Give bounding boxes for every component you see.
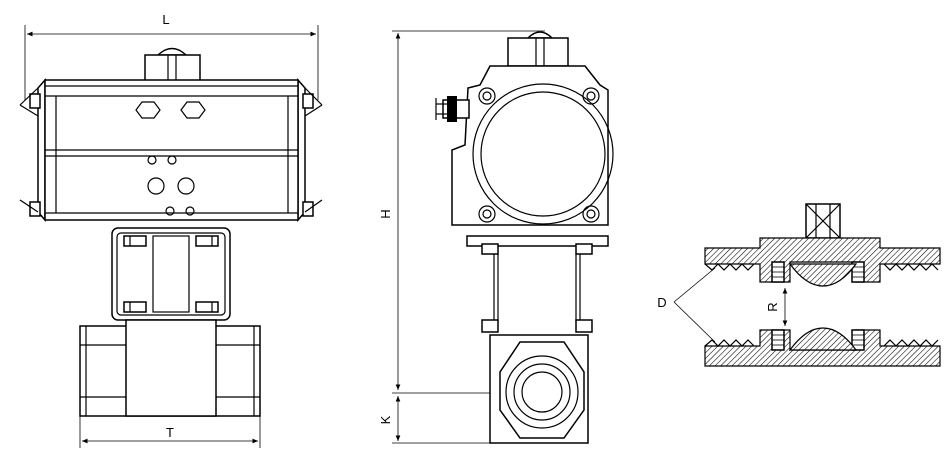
label-D: D [657,295,666,310]
section-upper [704,237,941,287]
side-valve-body [489,334,589,444]
side-view: H K [378,30,614,444]
dimension-T: T [79,416,261,448]
section-lower [704,327,941,367]
actuator-pinion [144,47,201,82]
section-stem [805,203,841,239]
label-L: L [162,12,169,27]
mounting-bracket [111,227,231,321]
dimension-K: K [378,396,490,444]
dimension-D: D [657,267,716,343]
actuator-end-caps [19,78,323,222]
side-housing [435,65,614,226]
side-bracket [466,235,609,333]
dimension-R: R [765,288,788,326]
actuator-body [44,79,299,221]
section-view: R D [657,203,941,367]
front-view: L [19,12,323,448]
label-R: R [765,302,780,311]
dimension-H: H [378,30,545,394]
dimension-L: L [24,12,319,100]
side-pinion [507,31,569,67]
label-H: H [378,209,393,218]
label-K: K [378,415,393,424]
valve-body [79,319,261,417]
label-T: T [166,425,174,440]
